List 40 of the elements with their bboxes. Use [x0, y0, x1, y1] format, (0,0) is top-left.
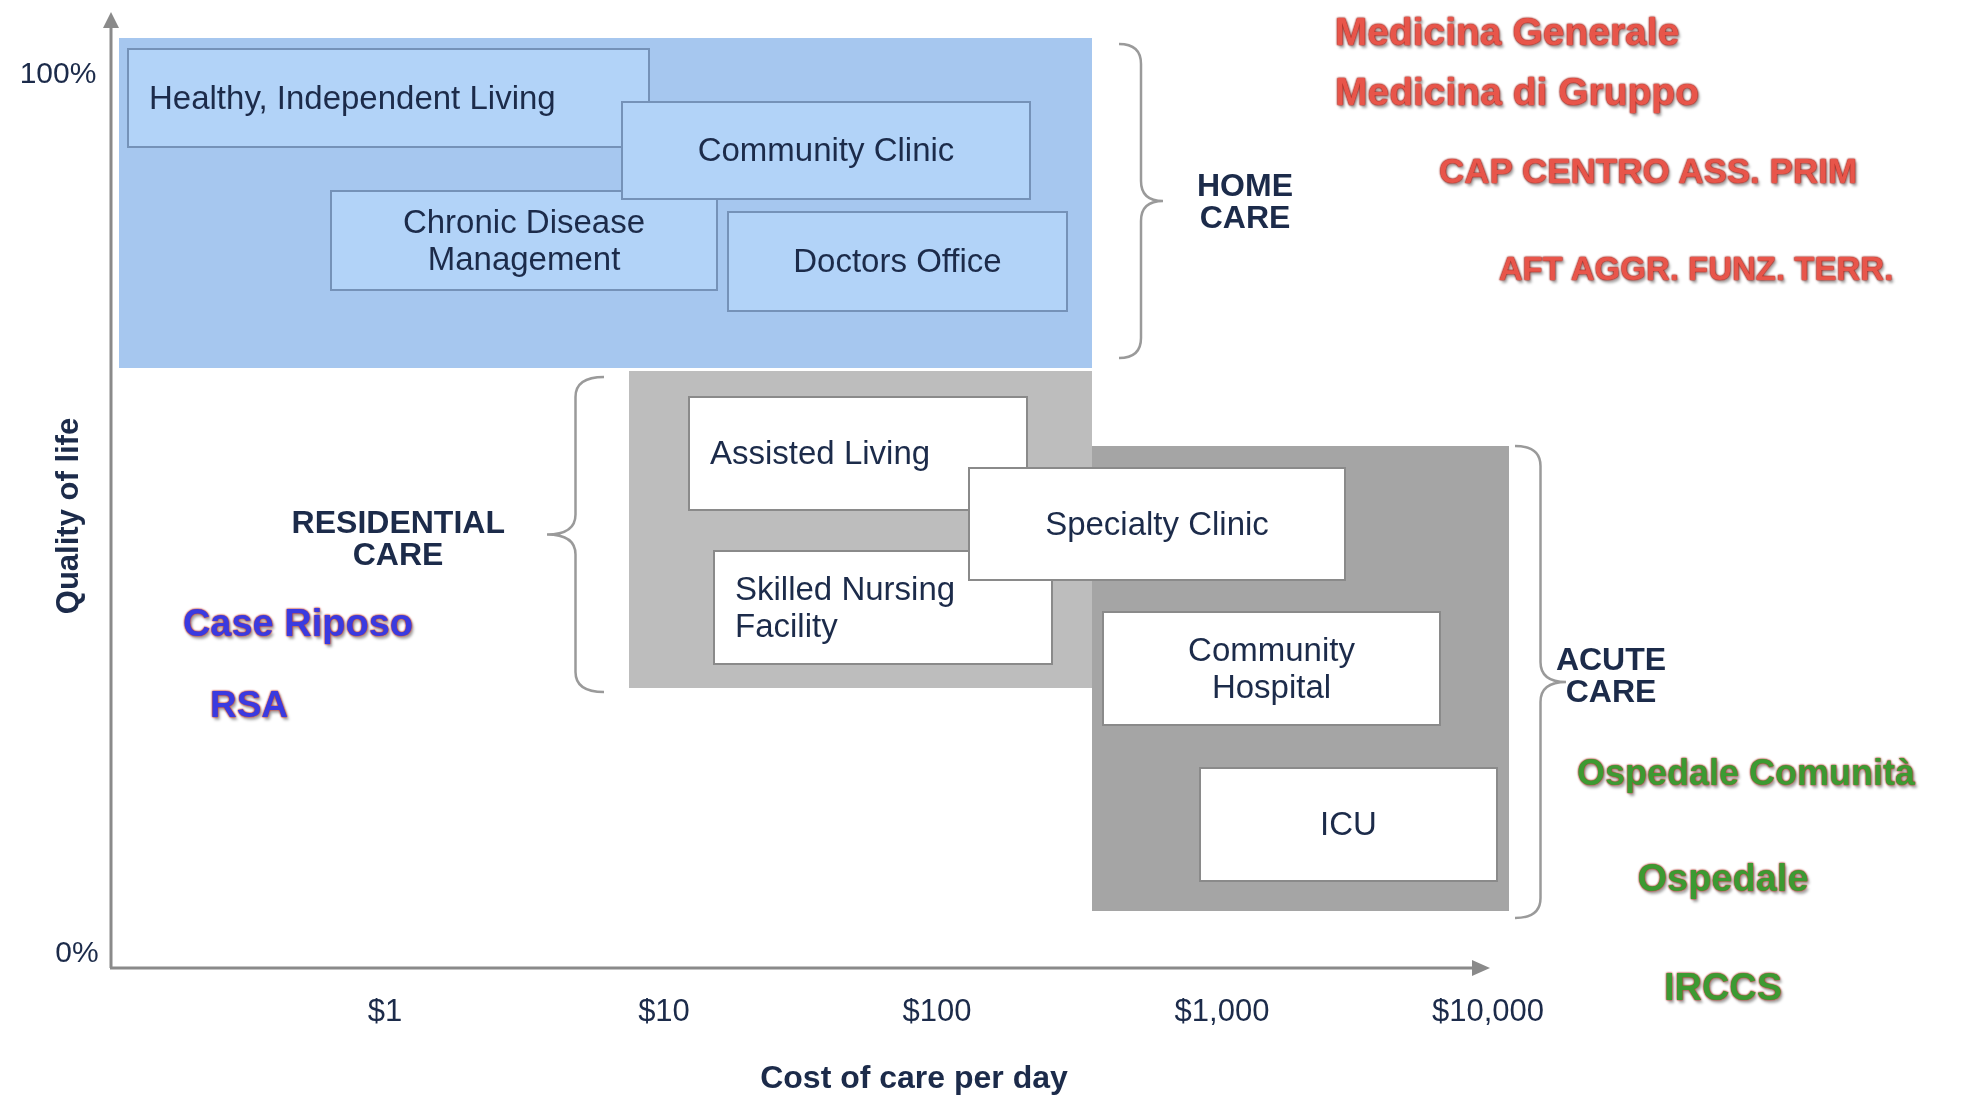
axis-tick-label: $100	[902, 994, 972, 1026]
group-label: RESIDENTIAL CARE	[291, 506, 505, 570]
box-label: Chronic Disease Management	[401, 204, 647, 277]
service-box	[713, 550, 1053, 665]
box-label: Assisted Living	[710, 435, 931, 472]
axis-tick-label: $1	[367, 994, 403, 1026]
service-box	[127, 48, 650, 148]
annotation-text: CAP CENTRO ASS. PRIM	[1438, 152, 1858, 188]
box-label: ICU	[1320, 806, 1377, 843]
service-box	[1102, 611, 1441, 726]
axis-tick-label: $10,000	[1431, 994, 1545, 1026]
axis-title: Quality of life	[51, 417, 83, 615]
annotation-text: Case Riposo	[182, 604, 414, 642]
annotation-text: Medicina di Gruppo	[1335, 71, 1699, 111]
annotation-text: AFT AGGR. FUNZ. TERR.	[1498, 251, 1894, 285]
group-label: HOME CARE	[1197, 169, 1293, 233]
annotation-text: Ospedale Comunità	[1576, 755, 1916, 791]
axis-title: Cost of care per day	[760, 1061, 1068, 1093]
service-box	[727, 211, 1068, 312]
service-box	[968, 467, 1346, 581]
box-label: Doctors Office	[793, 243, 1002, 280]
box-label: Specialty Clinic	[1045, 505, 1269, 543]
annotation-text: RSA	[209, 685, 289, 723]
box-label: Skilled Nursing Facility	[735, 571, 957, 644]
service-box	[688, 396, 1028, 511]
annotation-text: Medicina Generale	[1334, 11, 1680, 51]
service-box	[330, 190, 718, 291]
box-label: Healthy, Independent Living	[149, 79, 556, 117]
axis-tick-label: $10	[638, 994, 690, 1026]
box-label: Community Hospital	[1187, 632, 1356, 705]
annotation-text: IRCCS	[1663, 968, 1783, 1006]
axis-tick-label: 0%	[55, 937, 99, 967]
box-label: Community Clinic	[697, 132, 955, 169]
annotation-text: Ospedale	[1637, 859, 1809, 897]
axis-tick-label: $1,000	[1174, 994, 1270, 1026]
axis-tick-label: 100%	[19, 58, 97, 88]
care-region	[119, 38, 1092, 368]
group-label: ACUTE CARE	[1555, 643, 1667, 707]
service-box	[621, 101, 1031, 200]
service-box	[1199, 767, 1498, 882]
